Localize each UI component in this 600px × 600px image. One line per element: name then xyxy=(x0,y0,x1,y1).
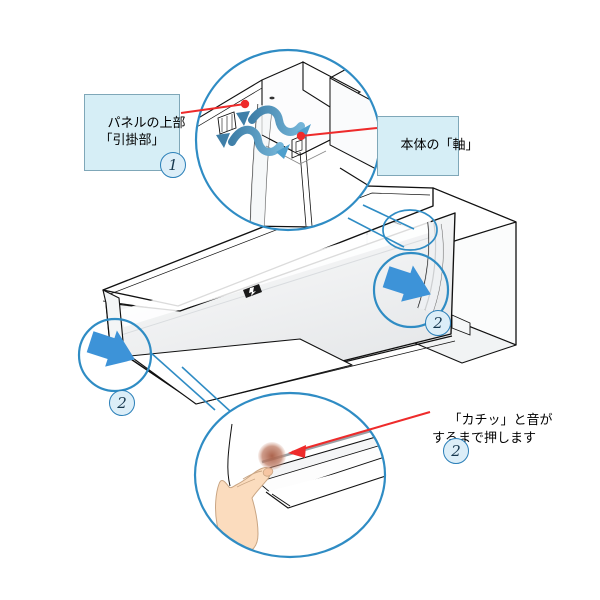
step-marker-1: 1 xyxy=(160,152,186,178)
hook-motion-arrows xyxy=(216,105,311,159)
callout-leader-lines xyxy=(180,99,378,141)
press-detail-circle-outline xyxy=(193,391,387,559)
right-push-arrow-icon xyxy=(382,265,431,302)
hinge-highlight-circle xyxy=(382,209,438,251)
step-marker-1-label: 1 xyxy=(168,156,178,174)
panel-hook-part xyxy=(217,111,237,135)
brand-badge-icon xyxy=(243,284,262,298)
callout-panel-top-hook-text: パネルの上部 「引掛部」 xyxy=(99,116,186,148)
right-push-arrow-circle xyxy=(372,251,450,329)
step-marker-2-press-label: 2 xyxy=(451,442,461,460)
step-marker-2-right: 2 xyxy=(425,310,451,336)
callout-body-shaft: 本体の「軸」 xyxy=(377,116,479,176)
press-spot-indicator xyxy=(258,442,286,470)
click-callout-arrow xyxy=(288,410,431,458)
hand-illustration xyxy=(215,423,274,554)
press-detail-inset xyxy=(193,391,387,559)
shaft-point-marker xyxy=(296,131,306,141)
hook-point-marker xyxy=(240,99,250,109)
step-marker-2-left: 2 xyxy=(109,390,135,416)
step-marker-2-press: 2 xyxy=(443,438,469,464)
step-marker-2-right-label: 2 xyxy=(433,314,443,332)
right-push-arrow-group xyxy=(372,251,450,329)
callout-body-shaft-text: 本体の「軸」 xyxy=(400,138,479,153)
step-marker-2-left-label: 2 xyxy=(117,394,127,412)
left-push-arrow-icon xyxy=(86,330,135,367)
